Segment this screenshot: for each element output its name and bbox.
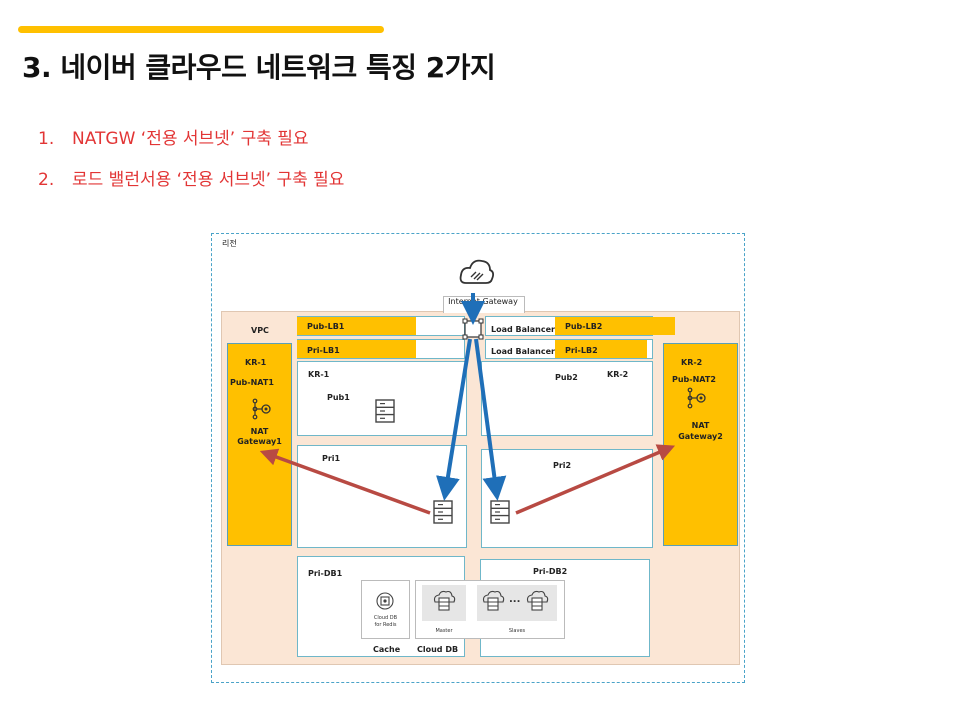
kr2-subnet-zone-label: KR-2 [607, 370, 629, 379]
nat-gateway1-label-1: NAT [250, 427, 269, 436]
pri-lb2-label: Pri-LB2 [565, 346, 598, 355]
list-number-2: 2. [38, 170, 55, 190]
pri2-label: Pri2 [553, 461, 572, 470]
pub-lb1-label: Pub-LB1 [307, 322, 345, 331]
pri-lb1-tag [297, 340, 416, 358]
slide-title: 3. 네이버 클라우드 네트워크 특징 2가지 [22, 51, 496, 84]
cloud-db-label: Cloud DB [417, 645, 459, 654]
pri2-server-icon [490, 500, 510, 524]
redis-label-1: Cloud DB [373, 615, 398, 621]
pub2-label: Pub2 [555, 373, 578, 382]
vpc-label: VPC [251, 326, 269, 335]
kr1-subnet-zone-label: KR-1 [308, 370, 330, 379]
pri-db2-label: Pri-DB2 [533, 567, 568, 576]
master-label: Master [435, 628, 453, 634]
pri2-to-nat2-arrow [515, 444, 676, 515]
pri-lb2-tag [555, 340, 647, 358]
pri1-label: Pri1 [322, 454, 341, 463]
load-balancer-label-2: Load Balancer [491, 347, 555, 356]
redis-icon [376, 592, 394, 610]
nat-gateway2-icon [687, 387, 706, 409]
cache-label: Cache [373, 645, 401, 654]
lb-to-pri1-arrow [436, 338, 472, 501]
kr1-zone-label: KR-1 [245, 358, 267, 367]
nat-gateway1-label-2: Gateway1 [237, 437, 282, 446]
pri1-server-icon [433, 500, 453, 524]
load-balancer-label-1: Load Balancer [491, 325, 555, 334]
pub1-subnet [297, 361, 467, 436]
list-item-1: 1. NATGW ‘전용 서브넷’ 구축 필요 [38, 124, 309, 149]
pub1-server-icon [375, 399, 395, 423]
pub-lb1-tag [297, 317, 416, 335]
pub-lb2-label: Pub-LB2 [565, 322, 603, 331]
region-label: 리전 [222, 239, 237, 248]
pub2-subnet [481, 361, 653, 436]
kr1-nat-zone [227, 343, 292, 546]
lb-to-pri2-arrow [474, 338, 507, 501]
internet-cloud-icon [459, 259, 495, 284]
pri1-to-nat1-arrow [259, 448, 431, 515]
slaves-label: Slaves [508, 628, 526, 634]
nat-gateway1-icon [252, 398, 271, 420]
list-number-1: 1. [38, 129, 55, 149]
list-text-2: 로드 밸런서용 ‘전용 서브넷’ 구축 필요 [72, 170, 345, 190]
pri-lb1-label: Pri-LB1 [307, 346, 340, 355]
list-item-2: 2. 로드 밸런서용 ‘전용 서브넷’ 구축 필요 [38, 165, 344, 190]
pub1-label: Pub1 [327, 393, 350, 402]
slaves-ellipsis: ... [509, 594, 521, 605]
router-node-icon [462, 318, 484, 340]
pub-lb2-tag [555, 317, 675, 335]
pub-nat2-label: Pub-NAT2 [672, 375, 716, 384]
kr2-nat-zone [663, 343, 738, 546]
slave-db-icon-1 [482, 590, 505, 611]
list-text-1: NATGW ‘전용 서브넷’ 구축 필요 [72, 129, 309, 149]
nat-gateway2-label-2: Gateway2 [678, 432, 723, 441]
slave-db-icon-2 [526, 590, 549, 611]
master-db-icon [433, 590, 456, 611]
title-accent-bar [18, 26, 384, 33]
nat-gateway2-label-1: NAT [691, 421, 710, 430]
redis-label-2: for Redis [374, 622, 397, 628]
pri-db1-label: Pri-DB1 [308, 569, 343, 578]
kr2-zone-label: KR-2 [681, 358, 703, 367]
region-box [211, 233, 745, 683]
pub-nat1-label: Pub-NAT1 [230, 378, 274, 387]
